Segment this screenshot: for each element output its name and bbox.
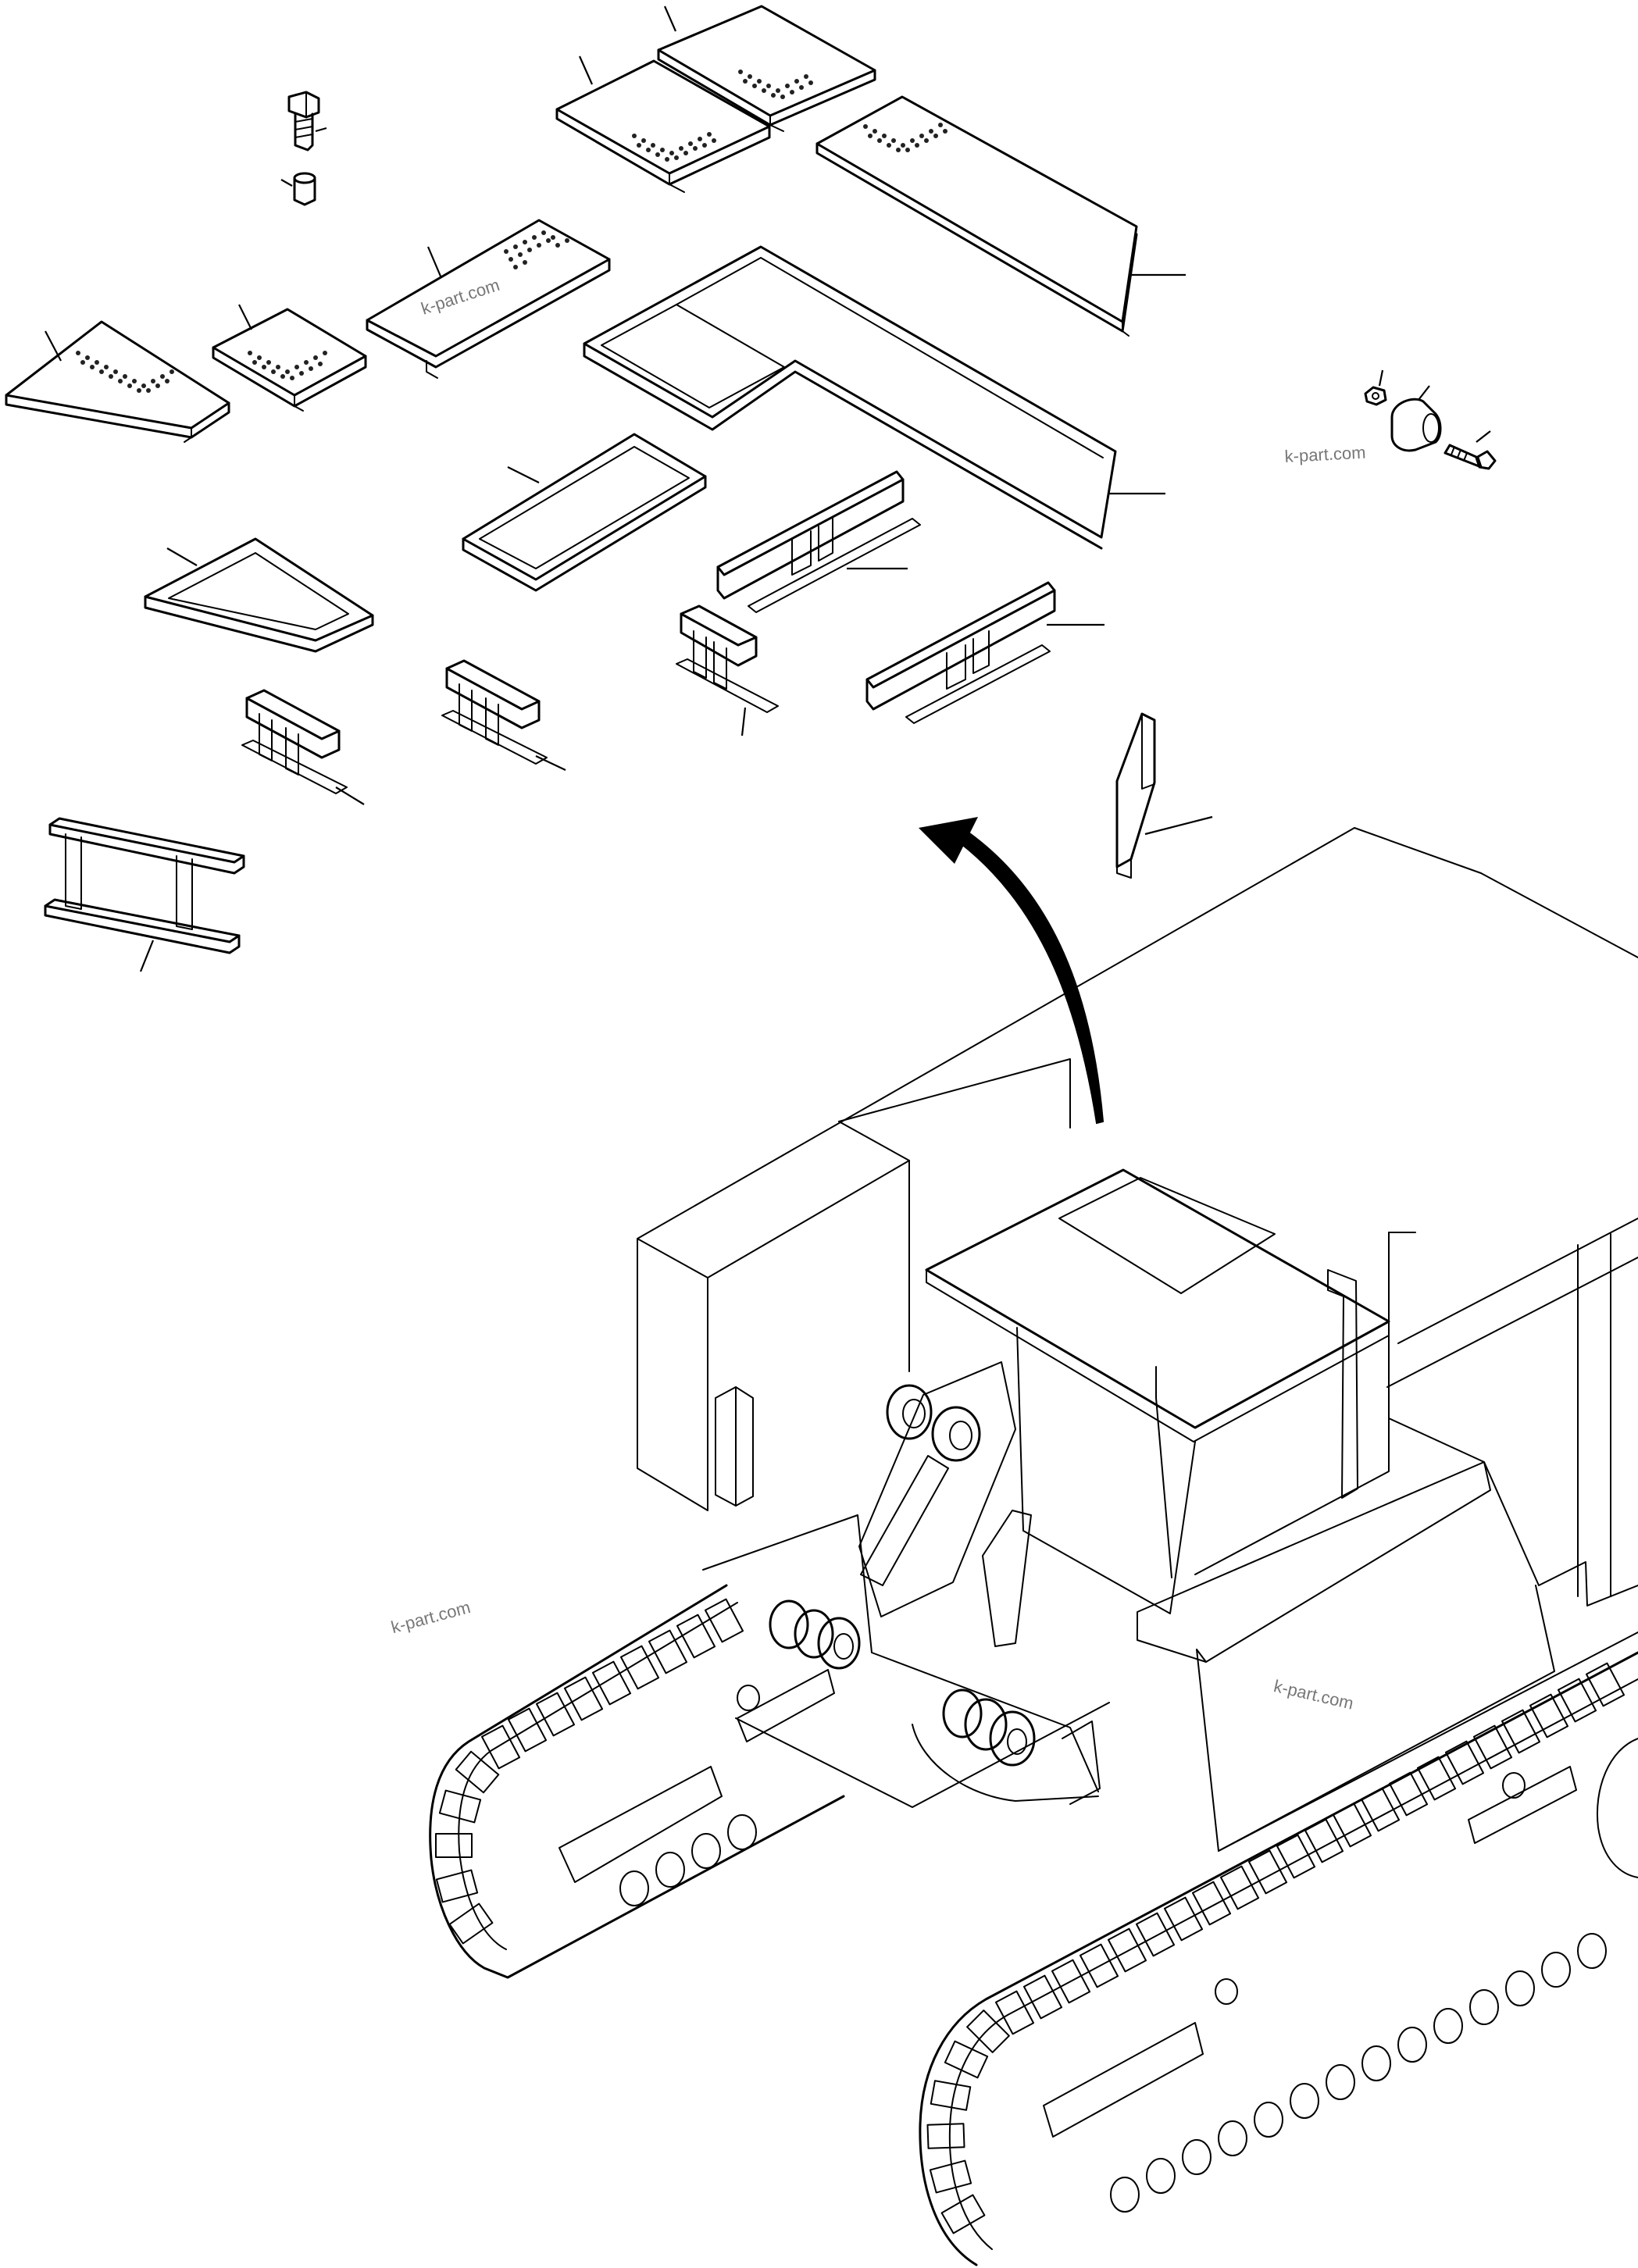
bracket-short-a <box>676 604 779 736</box>
frame-triangular <box>144 537 374 653</box>
left-track <box>429 1584 845 1979</box>
frame-rectangular <box>462 433 707 592</box>
machine-illustration <box>429 827 1638 2266</box>
plate-perforated-center <box>366 219 611 379</box>
bracket-ladder <box>44 817 245 972</box>
rubber-bushing <box>1390 385 1442 452</box>
plate-perforated-triangular <box>5 320 230 443</box>
bracket-long-a <box>716 470 921 613</box>
plate-perforated-small <box>212 304 367 412</box>
watermark-2: k-part.com <box>1284 442 1367 466</box>
assembly-arrow <box>919 817 1104 1125</box>
bolt <box>287 91 327 152</box>
frame-l-shaped <box>583 245 1165 550</box>
spacer <box>280 172 316 206</box>
right-track <box>919 1631 1638 2266</box>
bracket-short-c <box>241 689 365 805</box>
screw <box>1444 430 1497 470</box>
plate-perforated-long-right <box>815 95 1186 337</box>
nut <box>1364 369 1387 406</box>
plate-perforated-a <box>555 55 771 193</box>
pillar-bent <box>1115 712 1213 879</box>
plate-perforated-b <box>657 5 876 132</box>
bracket-short-b <box>441 659 566 771</box>
bracket-long-b <box>865 581 1104 724</box>
